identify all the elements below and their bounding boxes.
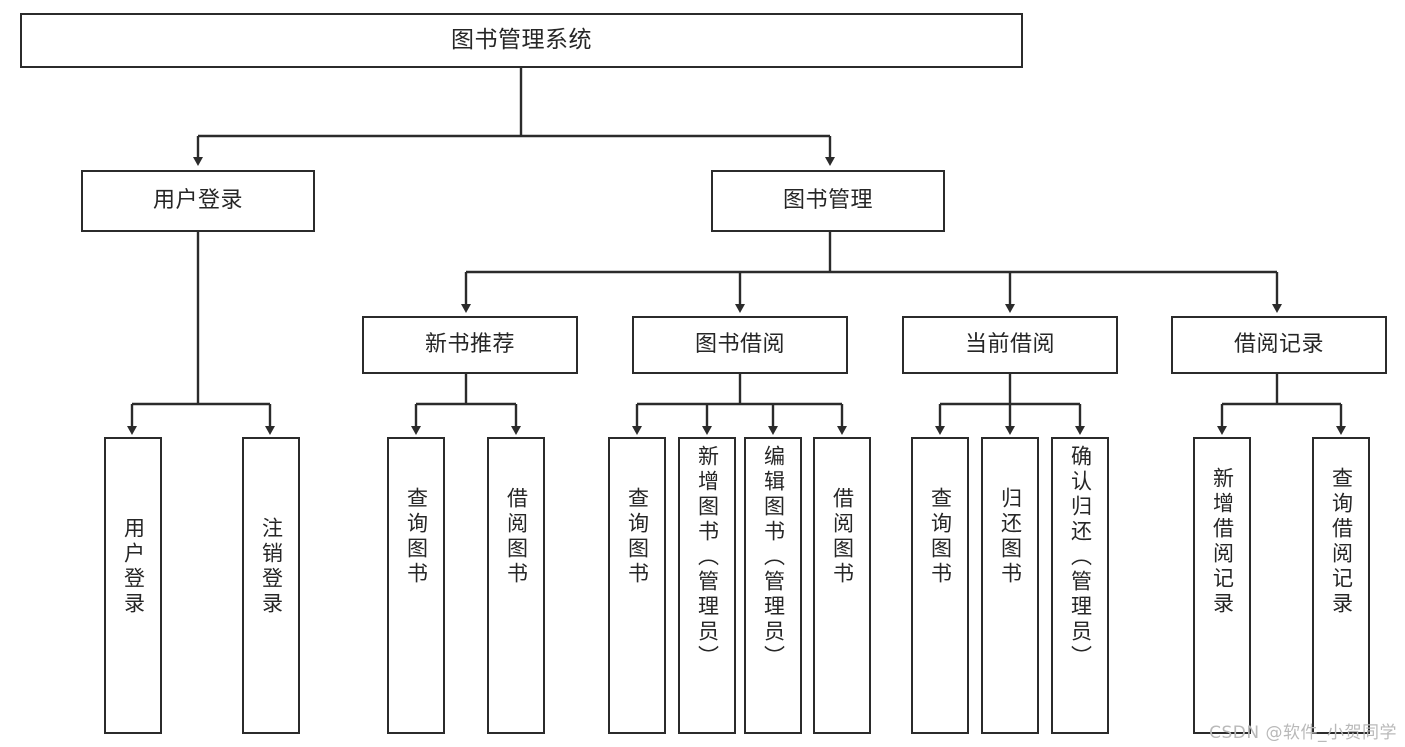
leaf-query-book-borrow[interactable]: 查询图书: [608, 437, 666, 734]
leaf-query-borrow-record[interactable]: 查询借阅记录: [1312, 437, 1370, 734]
leaf-add-book-admin[interactable]: 新增图书（管理员）: [678, 437, 736, 734]
node-book-borrow[interactable]: 图书借阅: [632, 316, 848, 374]
node-label: 借阅记录: [1233, 332, 1324, 358]
node-label: 用户登录: [121, 517, 146, 617]
node-label: 图书借阅: [694, 332, 785, 358]
watermark: CSDN @软件_小贺同学: [1209, 723, 1397, 743]
node-label: 注销登录: [259, 517, 284, 617]
node-label: 用户登录: [152, 188, 243, 214]
node-label: 新增借阅记录: [1210, 467, 1235, 617]
node-label: 编辑图书（管理员）: [761, 445, 786, 670]
node-label: 查询图书: [625, 487, 650, 587]
node-label: 查询图书: [928, 487, 953, 587]
leaf-user-login[interactable]: 用户登录: [104, 437, 162, 734]
node-borrow-record[interactable]: 借阅记录: [1171, 316, 1387, 374]
node-label: 图书管理: [782, 188, 873, 214]
node-label: 借阅图书: [504, 487, 529, 587]
node-label: 借阅图书: [830, 487, 855, 587]
node-label: 查询借阅记录: [1329, 467, 1354, 617]
node-label: 确认归还（管理员）: [1068, 445, 1093, 670]
leaf-query-book-recommend[interactable]: 查询图书: [387, 437, 445, 734]
leaf-logout[interactable]: 注销登录: [242, 437, 300, 734]
node-label: 新增图书（管理员）: [695, 445, 720, 670]
node-label: 查询图书: [404, 487, 429, 587]
leaf-borrow-book-recommend[interactable]: 借阅图书: [487, 437, 545, 734]
node-current-borrow[interactable]: 当前借阅: [902, 316, 1118, 374]
leaf-confirm-return-admin[interactable]: 确认归还（管理员）: [1051, 437, 1109, 734]
node-user-login[interactable]: 用户登录: [81, 170, 315, 232]
leaf-edit-book-admin[interactable]: 编辑图书（管理员）: [744, 437, 802, 734]
leaf-add-borrow-record[interactable]: 新增借阅记录: [1193, 437, 1251, 734]
node-label: 新书推荐: [424, 332, 515, 358]
leaf-return-book[interactable]: 归还图书: [981, 437, 1039, 734]
node-label: 当前借阅: [964, 332, 1055, 358]
node-book-management[interactable]: 图书管理: [711, 170, 945, 232]
node-label: 归还图书: [998, 487, 1023, 587]
leaf-query-book-current[interactable]: 查询图书: [911, 437, 969, 734]
node-root[interactable]: 图书管理系统: [20, 13, 1023, 68]
node-new-book-recommend[interactable]: 新书推荐: [362, 316, 578, 374]
node-label: 图书管理系统: [451, 26, 592, 53]
leaf-borrow-book[interactable]: 借阅图书: [813, 437, 871, 734]
